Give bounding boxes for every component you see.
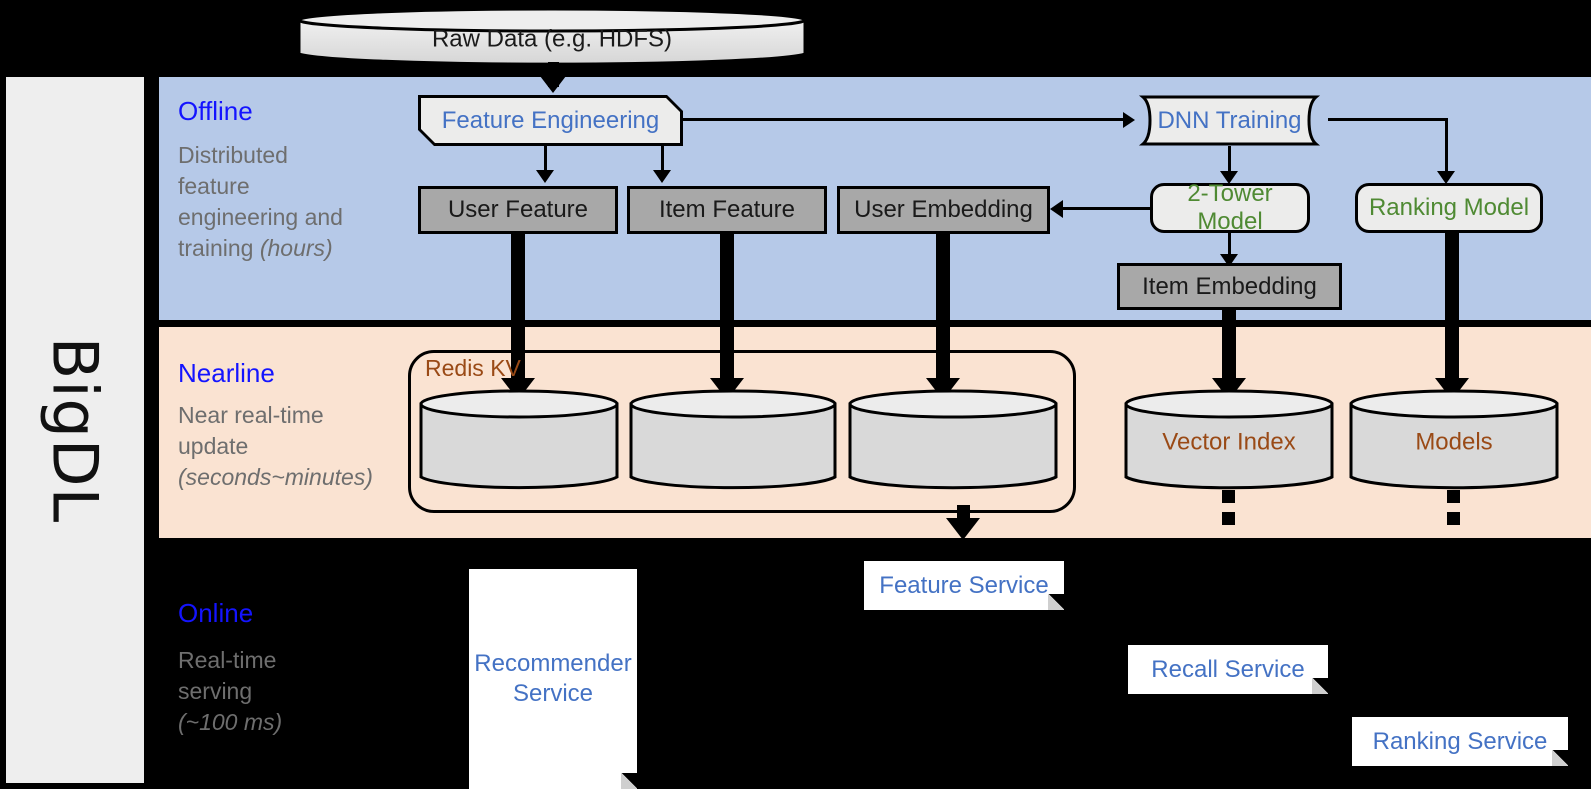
nearline-desc-l1: Near real-time [178,402,324,428]
line-2tower-to-user-embedding [1063,207,1151,210]
user-feature-label: User Feature [447,196,589,223]
thick-line-ranking-model-to-models [1445,233,1459,384]
thick-line-user-embedding-to-store [936,234,950,384]
models-cylinder: Models [1348,388,1560,493]
offline-desc-l1: Distributed [178,142,288,168]
arrowhead-fe-to-user-feature [536,170,554,183]
raw-data-cylinder: Raw Data (e.g. HDFS) [296,6,808,68]
line-fe-to-item-feature [661,146,664,173]
nearline-title: Nearline [178,358,275,388]
ranking-service-label: Ranking Service [1372,727,1548,755]
recommender-service-node[interactable]: Recommender Service [469,569,637,789]
offline-desc-italic: (hours) [259,235,333,262]
arrow-rawdata-to-fe-line [548,62,559,87]
online-title: Online [178,598,254,628]
arrowhead-fe-to-dnn [1123,112,1135,128]
user-feature-node[interactable]: User Feature [418,186,618,234]
arrow-rawdata-to-fe-head [540,76,566,93]
arrowhead-dnn-to-2tower [1220,171,1238,184]
connector-square-feature-service [957,505,970,518]
recall-service-node[interactable]: Recall Service [1128,645,1328,694]
arrowhead-redis-to-feature-service [946,518,980,540]
nearline-desc-l2: update [178,433,249,460]
dnn-training-label: DNN Training [1157,106,1302,134]
vector-index-cylinder: Vector Index [1123,388,1335,493]
user-embedding-store-cylinder [847,388,1059,493]
offline-title: Offline [178,96,253,126]
recall-service-label: Recall Service [1151,655,1305,683]
thick-line-item-embedding-to-vector-index [1222,310,1236,384]
user-feature-store-cylinder [418,388,620,493]
two-tower-model-node[interactable]: 2-Tower Model [1150,180,1310,235]
feature-service-node[interactable]: Feature Service [864,561,1064,610]
redis-kv-container [408,350,1076,513]
user-embedding-label: User Embedding [854,196,1033,223]
line-fe-to-user-feature [544,146,547,173]
connector-square-models-top [1447,490,1460,503]
note-fold-corner [621,773,637,789]
note-fold-corner [1312,678,1328,694]
offline-desc-l3: engineering and [178,204,343,231]
line-dnn-to-ranking-h [1328,118,1448,121]
nearline-desc-italic: (seconds~minutes) [178,464,373,491]
arrowhead-dnn-to-ranking [1437,171,1455,184]
ranking-service-node[interactable]: Ranking Service [1352,717,1568,766]
line-dnn-to-2tower [1228,146,1231,174]
thick-line-user-feature-to-store [511,234,525,384]
connector-square-vector-index-top [1222,490,1235,503]
item-feature-node[interactable]: Item Feature [627,186,827,234]
line-2tower-to-item-embedding [1228,233,1231,258]
two-tower-model-label: 2-Tower Model [1187,180,1273,235]
note-fold-corner [1552,750,1568,766]
dnn-training-node[interactable]: DNN Training [1131,95,1328,146]
item-embedding-label: Item Embedding [1142,272,1317,300]
offline-desc-l4: training [178,235,260,262]
ranking-model-node[interactable]: Ranking Model [1355,183,1543,233]
connector-square-vector-index-bottom [1222,512,1235,525]
item-feature-store-cylinder [628,388,838,493]
recommender-service-label-line2: Service [512,680,594,707]
redis-kv-label: Redis KV [425,355,521,381]
ranking-model-label: Ranking Model [1368,194,1530,221]
note-fold-corner [1048,594,1064,610]
thick-line-item-feature-to-store [720,234,734,384]
connector-square-models-bottom [1447,512,1460,525]
item-embedding-node[interactable]: Item Embedding [1117,263,1342,310]
online-desc-l2: serving [178,678,253,705]
offline-desc-l2: feature [178,173,250,200]
user-embedding-node[interactable]: User Embedding [837,186,1050,234]
bigdl-label: BigDL [38,336,112,524]
vector-index-label: Vector Index [1162,427,1296,455]
raw-data-label: Raw Data (e.g. HDFS) [431,25,673,53]
nearline-description: Near real-time update (seconds~minutes) [178,400,418,493]
feature-engineering-label: Feature Engineering [441,106,660,134]
line-dnn-to-ranking-v [1445,118,1448,174]
bigdl-sidebar: BigDL [6,77,144,783]
line-fe-to-dnn [683,118,1125,121]
arrowhead-2tower-to-user-embedding [1050,200,1063,218]
online-desc-l1: Real-time [178,647,277,673]
feature-service-label: Feature Service [879,571,1049,599]
online-description: Real-time serving (~100 ms) [178,645,408,738]
models-label: Models [1415,427,1493,455]
arrowhead-fe-to-item-feature [653,170,671,183]
feature-engineering-node[interactable]: Feature Engineering [418,95,683,146]
offline-description: Distributed feature engineering and trai… [178,140,393,264]
online-desc-italic: (~100 ms) [178,709,283,736]
recommender-service-label-line1: Recommender [474,650,632,677]
item-feature-label: Item Feature [658,196,796,223]
